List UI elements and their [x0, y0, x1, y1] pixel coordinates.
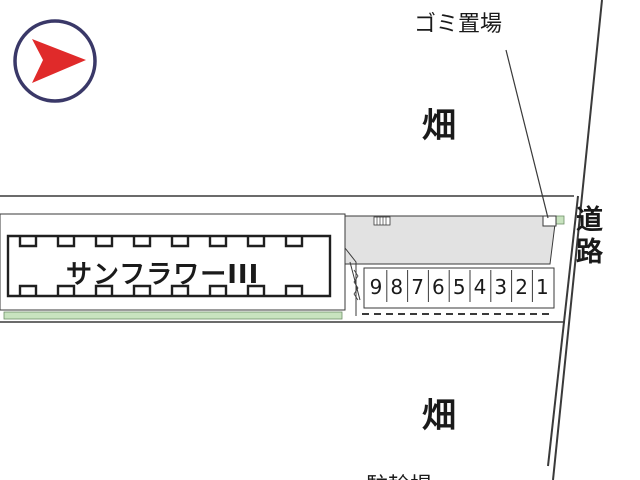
- road-edge-right: [552, 0, 603, 480]
- greenery-corner: [555, 215, 565, 225]
- greenery-strip-bottom: [3, 311, 343, 320]
- road-label-char-1: 道: [576, 205, 603, 236]
- north-arrow-icon: [32, 39, 86, 83]
- parking-stall-5: 5: [452, 275, 466, 299]
- garbage-leader-line: [505, 49, 549, 219]
- building-name-label: サンフラワーIII: [66, 260, 260, 290]
- garbage-shed: [373, 216, 391, 226]
- parking-stall-7: 7: [411, 275, 424, 299]
- building-teeth-bottom: [18, 284, 304, 296]
- garbage-area-label: ゴミ置場: [414, 12, 503, 37]
- parking-block: [363, 267, 555, 309]
- building-outline: [6, 234, 332, 298]
- field-label-bottom: 畑: [422, 396, 456, 436]
- parking-stall-2: 2: [515, 275, 528, 299]
- garbage-box: [542, 215, 557, 227]
- entrance-zigzag: [353, 269, 359, 301]
- parking-stall-6: 6: [432, 275, 445, 299]
- garbage-shed-hatch: [376, 217, 387, 225]
- field-label-top: 畑: [422, 106, 456, 146]
- parking-stall-8: 8: [390, 275, 404, 299]
- building-teeth-top: [18, 236, 304, 248]
- road-label-char-2: 路: [576, 237, 603, 268]
- parking-stall-4: 4: [473, 275, 487, 299]
- parking-stall-1: 1: [536, 275, 549, 299]
- bottom-cut-label: 駐輪場: [366, 468, 432, 480]
- parking-stall-dividers: [386, 270, 533, 302]
- road-edge-left: [547, 195, 579, 467]
- parking-stall-9: 9: [369, 275, 383, 299]
- parking-stall-3: 3: [494, 275, 508, 299]
